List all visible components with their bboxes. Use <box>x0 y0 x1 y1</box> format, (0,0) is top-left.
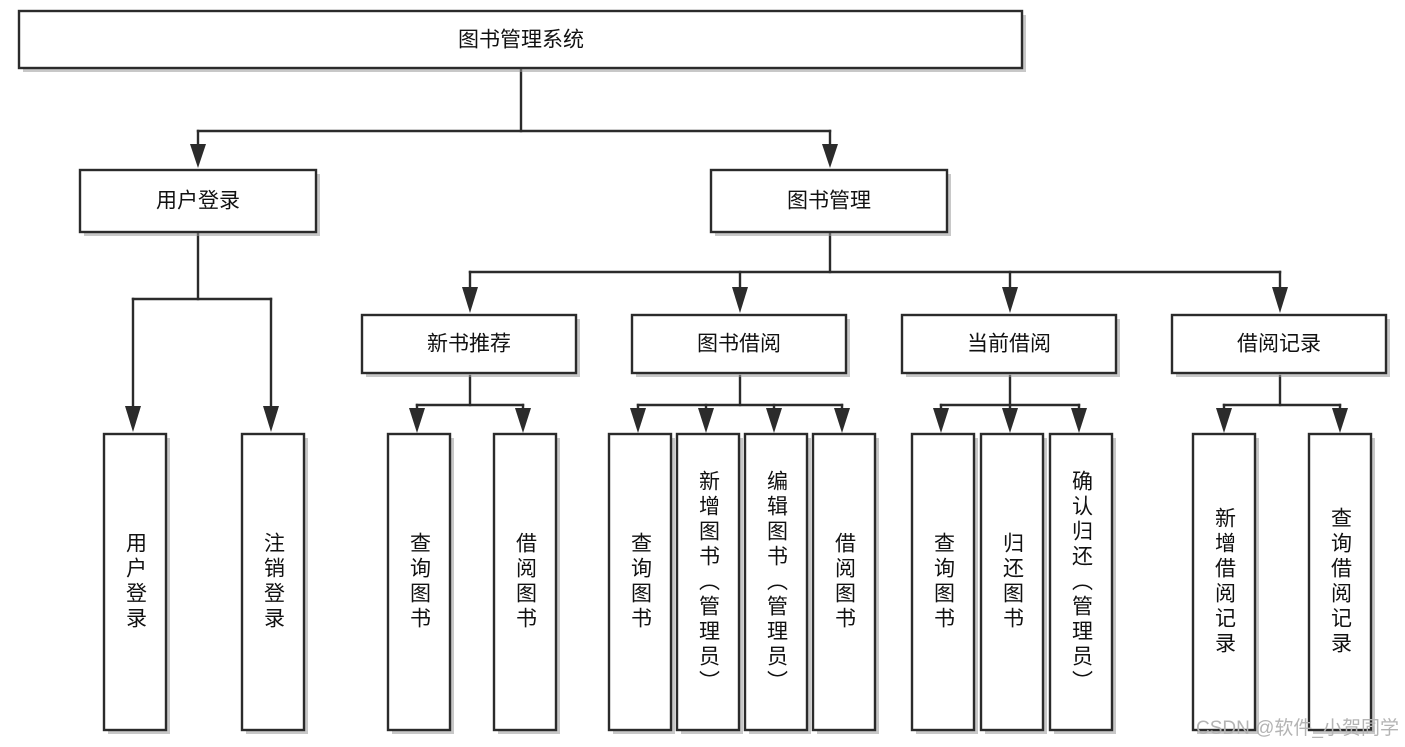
node-user-login[interactable] <box>78 168 318 234</box>
arrow-head-icon <box>1332 408 1348 433</box>
leaf-borrow-book-1[interactable] <box>492 432 558 732</box>
label-new-book-recommend: 新书推荐 <box>427 333 511 356</box>
node-box-group <box>17 9 1390 734</box>
leaf-query-book-2[interactable] <box>607 432 673 732</box>
label-root: 图书管理系统 <box>458 29 584 52</box>
arrow-head-icon <box>1272 287 1288 313</box>
arrow-head-icon <box>125 406 141 432</box>
arrow-head-icon <box>190 144 206 168</box>
leaf-query-book-1[interactable] <box>386 432 452 732</box>
leaf-edit-book-admin[interactable] <box>743 432 809 732</box>
arrow-head-icon <box>1071 408 1087 433</box>
arrow-head-icon <box>409 408 425 433</box>
label-user-login: 用户登录 <box>156 190 240 213</box>
csdn-watermark: CSDN @软件_小贺同学 <box>1196 718 1399 739</box>
horizontal-label-group: 图书管理系统 用户登录 图书管理 新书推荐 图书借阅 当前借阅 借阅记录 <box>156 29 1321 356</box>
leaf-add-borrow-record[interactable] <box>1191 432 1257 732</box>
node-current-borrow[interactable] <box>900 313 1118 375</box>
arrow-head-icon <box>933 408 949 433</box>
leaf-return-book[interactable] <box>979 432 1045 732</box>
label-current-borrow: 当前借阅 <box>967 333 1051 356</box>
arrow-head-icon <box>1216 408 1232 433</box>
node-borrow-record[interactable] <box>1170 313 1388 375</box>
arrow-head-icon <box>462 287 478 313</box>
arrow-head-icon <box>630 408 646 433</box>
node-book-management[interactable] <box>709 168 949 234</box>
leaf-query-borrow-record[interactable] <box>1307 432 1373 732</box>
arrow-head-icon <box>834 408 850 433</box>
node-new-book-recommend[interactable] <box>360 313 578 375</box>
label-borrow-record: 借阅记录 <box>1237 333 1321 356</box>
node-book-borrow[interactable] <box>630 313 848 375</box>
arrow-head-icon <box>698 408 714 433</box>
arrow-head-icon <box>766 408 782 433</box>
leaf-query-book-3[interactable] <box>910 432 976 732</box>
connector-group <box>125 67 1348 433</box>
leaf-add-book-admin[interactable] <box>675 432 741 732</box>
leaf-confirm-return-admin[interactable] <box>1048 432 1114 732</box>
label-book-management: 图书管理 <box>787 190 871 213</box>
arrow-head-icon <box>263 406 279 432</box>
arrow-head-icon <box>515 408 531 433</box>
node-root[interactable] <box>17 9 1024 70</box>
arrow-head-icon <box>1002 408 1018 433</box>
leaf-borrow-book-2[interactable] <box>811 432 877 732</box>
leaf-user-login[interactable] <box>102 432 168 732</box>
label-book-borrow: 图书借阅 <box>697 333 781 356</box>
arrow-head-icon <box>732 287 748 313</box>
leaf-logout-login[interactable] <box>240 432 306 732</box>
arrow-head-icon <box>1002 287 1018 313</box>
arrow-head-icon <box>822 144 838 168</box>
